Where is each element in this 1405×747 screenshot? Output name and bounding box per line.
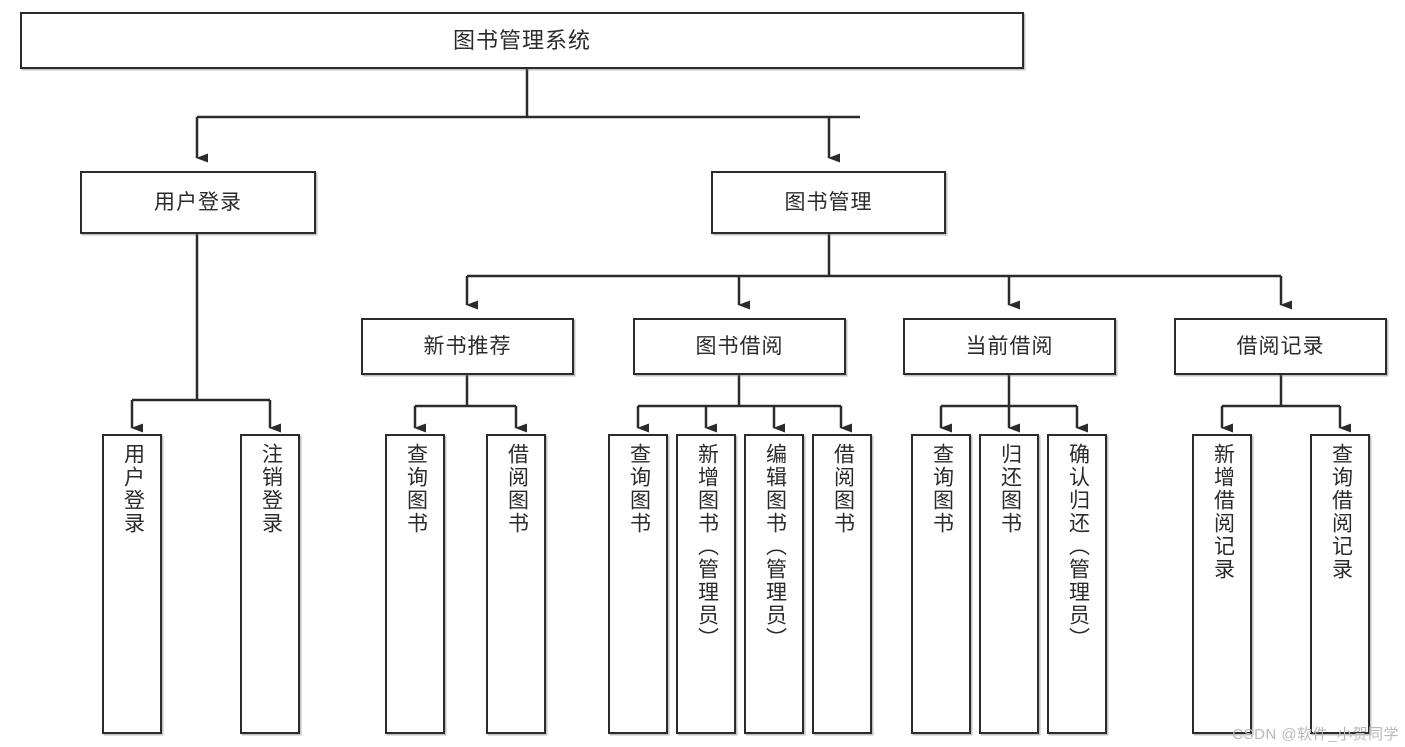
node-label: 查询图书 [627,443,651,535]
node-label: 查询借阅记录 [1329,443,1353,581]
node-label: 编辑图书（管理员） [763,443,787,650]
node-label: 借阅记录 [1236,335,1325,358]
node-label: 用户登录 [121,443,145,535]
node-new-book-recommend[interactable]: 新书推荐 [361,318,574,375]
leaf-recommend-borrow-book[interactable]: 借阅图书 [486,434,546,734]
node-label: 当前借阅 [965,335,1054,358]
leaf-borrow-edit-book-admin[interactable]: 编辑图书（管理员） [744,434,804,734]
node-label: 图书借阅 [695,335,784,358]
node-book-borrow[interactable]: 图书借阅 [633,318,846,375]
node-label: 确认归还（管理员） [1066,443,1090,650]
node-label: 新增借阅记录 [1211,443,1235,581]
node-current-borrow[interactable]: 当前借阅 [903,318,1116,375]
node-label: 用户登录 [154,191,242,214]
leaf-recommend-query-book[interactable]: 查询图书 [385,434,445,734]
node-label: 新增图书（管理员） [695,443,719,650]
node-book-management[interactable]: 图书管理 [711,171,946,234]
node-borrow-records[interactable]: 借阅记录 [1174,318,1387,375]
node-label: 查询图书 [930,443,954,535]
leaf-user-login-signin[interactable]: 用户登录 [102,434,162,734]
node-label: 新书推荐 [423,335,512,358]
leaf-records-query-record[interactable]: 查询借阅记录 [1310,434,1370,734]
leaf-borrow-borrow-book[interactable]: 借阅图书 [812,434,872,734]
node-label: 图书管理 [784,191,873,214]
csdn-watermark: CSDN @软件_小贺同学 [1232,726,1399,743]
leaf-current-query-book[interactable]: 查询图书 [911,434,971,734]
node-label: 图书管理系统 [452,27,591,53]
leaf-borrow-add-book-admin[interactable]: 新增图书（管理员） [676,434,736,734]
node-label: 注销登录 [259,443,283,535]
node-label: 查询图书 [404,443,428,535]
leaf-borrow-query-book[interactable]: 查询图书 [608,434,668,734]
node-user-login[interactable]: 用户登录 [80,171,316,234]
node-label: 归还图书 [998,443,1022,535]
leaf-current-return-book[interactable]: 归还图书 [979,434,1039,734]
node-root-system[interactable]: 图书管理系统 [20,12,1024,69]
node-label: 借阅图书 [505,443,529,535]
leaf-records-add-record[interactable]: 新增借阅记录 [1192,434,1252,734]
leaf-user-login-signout[interactable]: 注销登录 [240,434,300,734]
leaf-current-confirm-return-admin[interactable]: 确认归还（管理员） [1047,434,1107,734]
node-label: 借阅图书 [831,443,855,535]
